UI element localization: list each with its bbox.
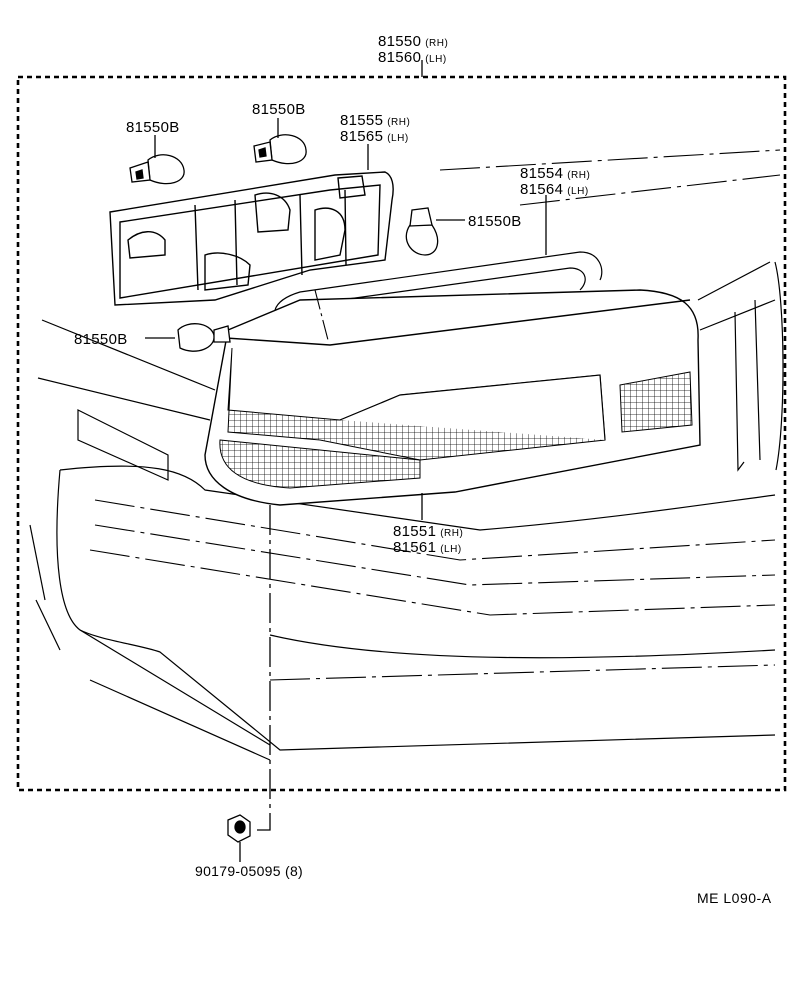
socket-panel xyxy=(109,171,394,306)
label-gasket: 81554(RH) 81564(LH) xyxy=(520,166,590,198)
bulb-left-bottom xyxy=(177,323,231,352)
gasket-lh-part: 81564 xyxy=(520,181,564,198)
assembly-rh-part: 81550 xyxy=(378,33,422,50)
assembly-rh-side: (RH) xyxy=(425,38,449,49)
socket-rh-side: (RH) xyxy=(387,117,411,128)
label-bulb-d: 81550B xyxy=(74,331,128,348)
body-dash-lines xyxy=(89,149,781,681)
lens-housing xyxy=(204,289,701,506)
figure-code: ME L090-A xyxy=(697,890,772,906)
label-bulb-a: 81550B xyxy=(126,119,180,136)
rear-body xyxy=(29,261,784,761)
bulb-left-top xyxy=(129,154,185,185)
lens-rh-side: (RH) xyxy=(440,528,464,539)
bulb-center-top xyxy=(253,134,307,165)
bulb-right xyxy=(405,207,439,256)
label-assembly: 81550(RH) 81560(LH) xyxy=(378,34,448,66)
nut xyxy=(227,814,251,843)
leader-lines xyxy=(145,60,547,862)
label-bulb-c: 81550B xyxy=(468,213,522,230)
gasket-rh-side: (RH) xyxy=(567,170,591,181)
assembly-boundary xyxy=(16,75,787,792)
label-bulb-b: 81550B xyxy=(252,101,306,118)
gasket-lh-side: (LH) xyxy=(567,186,589,197)
lens-lh-part: 81561 xyxy=(393,539,437,556)
label-nut: 90179-05095 (8) xyxy=(195,863,304,879)
socket-lh-side: (LH) xyxy=(387,133,409,144)
socket-lh-part: 81565 xyxy=(340,128,384,145)
bulb-axis-line xyxy=(314,289,329,341)
assembly-lh-part: 81560 xyxy=(378,49,422,66)
socket-rh-part: 81555 xyxy=(340,112,384,129)
nut-axis-line xyxy=(252,505,271,831)
lens-rh-part: 81551 xyxy=(393,523,437,540)
lens-lh-side: (LH) xyxy=(440,544,462,555)
label-lens: 81551(RH) 81561(LH) xyxy=(393,524,463,556)
gasket-rh-part: 81554 xyxy=(520,165,564,182)
plate-recess xyxy=(77,409,169,481)
assembly-lh-side: (LH) xyxy=(425,54,447,65)
label-socket: 81555(RH) 81565(LH) xyxy=(340,113,410,145)
